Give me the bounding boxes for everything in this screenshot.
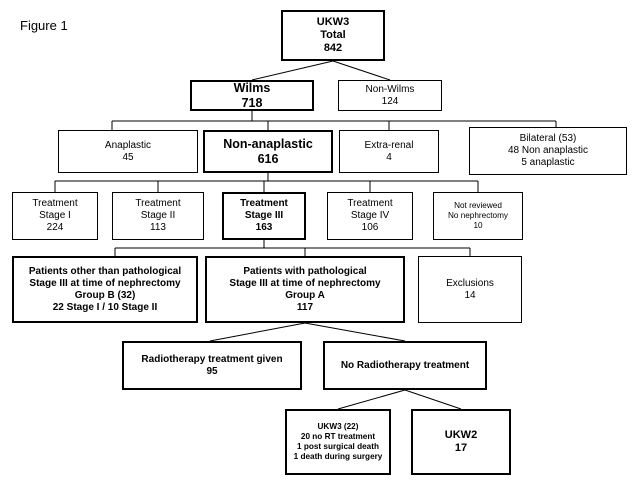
group-b-node: Patients other than pathological Stage I… <box>12 256 198 323</box>
connector <box>251 60 334 81</box>
connector <box>404 389 462 410</box>
ukw3-22-node: UKW3 (22) 20 no RT treatment 1 post surg… <box>285 409 391 475</box>
wilms-node: Wilms 718 <box>190 80 314 111</box>
bilateral-node: Bilateral (53) 48 Non anaplastic 5 anapl… <box>469 127 627 175</box>
exclusions-node: Exclusions 14 <box>418 256 522 323</box>
no-rt-node: No Radiotherapy treatment <box>323 341 487 390</box>
connector <box>332 60 391 81</box>
non-wilms-node: Non-Wilms 124 <box>338 80 442 111</box>
stage-4-node: Treatment Stage IV 106 <box>327 192 413 240</box>
rt-given-node: Radiotherapy treatment given 95 <box>122 341 302 390</box>
not-reviewed-node: Not reviewed No nephrectomy 10 <box>433 192 523 240</box>
figure-label: Figure 1 <box>20 18 68 33</box>
group-a-node: Patients with pathological Stage III at … <box>205 256 405 323</box>
connector <box>304 322 406 342</box>
stage-3-node: Treatment Stage III 163 <box>222 192 306 240</box>
stage-1-node: Treatment Stage I 224 <box>12 192 98 240</box>
extra-renal-node: Extra-renal 4 <box>339 130 439 173</box>
anaplastic-node: Anaplastic 45 <box>58 130 198 173</box>
stage-2-node: Treatment Stage II 113 <box>112 192 204 240</box>
total-node: UKW3 Total 842 <box>281 10 385 61</box>
non-anaplastic-node: Non-anaplastic 616 <box>203 130 333 173</box>
ukw2-node: UKW2 17 <box>411 409 511 475</box>
connector <box>337 389 406 410</box>
connector <box>209 322 306 342</box>
